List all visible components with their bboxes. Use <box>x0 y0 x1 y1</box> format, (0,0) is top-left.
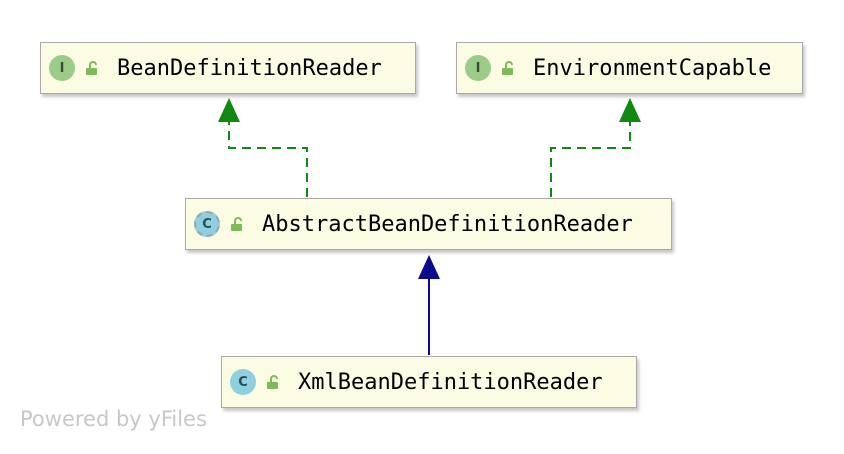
node-xml-bean-definition-reader[interactable]: C XmlBeanDefinitionReader <box>221 356 637 408</box>
extends-arrowhead-abstract-bean-definition-reader <box>418 255 440 279</box>
node-label: BeanDefinitionReader <box>117 55 382 81</box>
node-label: AbstractBeanDefinitionReader <box>262 211 633 237</box>
implements-arrowhead-environment-capable <box>619 98 641 122</box>
powered-by-watermark: Powered by yFiles <box>20 407 207 431</box>
node-bean-definition-reader[interactable]: I BeanDefinitionReader <box>40 42 416 94</box>
implements-arrowhead-bean-definition-reader <box>218 98 240 122</box>
class-icon: C <box>230 369 256 395</box>
open-lock-icon <box>86 61 97 75</box>
implements-edge-bean-definition-reader <box>228 122 308 197</box>
node-label: EnvironmentCapable <box>533 55 772 81</box>
abstract-class-icon: C <box>194 211 220 237</box>
node-abstract-bean-definition-reader[interactable]: C AbstractBeanDefinitionReader <box>185 198 672 250</box>
node-environment-capable[interactable]: I EnvironmentCapable <box>456 42 803 94</box>
open-lock-icon <box>231 217 242 231</box>
interface-icon: I <box>49 55 75 81</box>
node-label: XmlBeanDefinitionReader <box>298 369 603 395</box>
interface-icon: I <box>465 55 491 81</box>
open-lock-icon <box>267 375 278 389</box>
implements-edge-environment-capable <box>550 122 631 197</box>
open-lock-icon <box>502 61 513 75</box>
